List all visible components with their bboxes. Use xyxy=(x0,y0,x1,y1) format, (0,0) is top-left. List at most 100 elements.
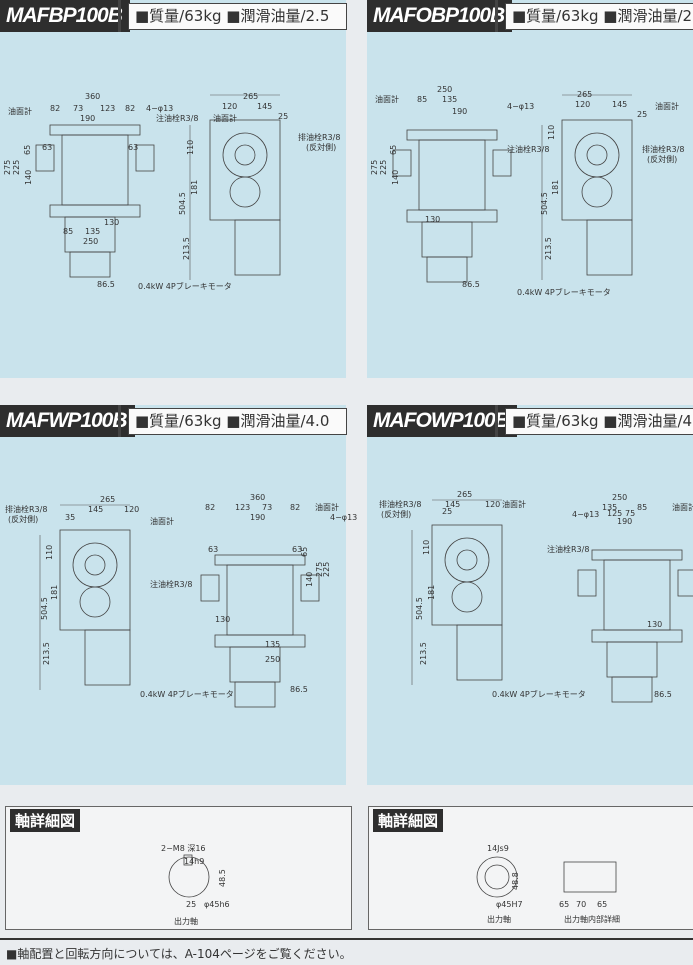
dimension-label: 213.5 xyxy=(182,237,191,260)
dimension-label: 4−φ13 xyxy=(572,510,600,519)
motor-side xyxy=(229,646,281,683)
shaft-circle xyxy=(168,856,210,898)
output-bore-circle xyxy=(234,144,256,166)
dimension-label: 110 xyxy=(422,539,431,555)
dimension-label: 85 xyxy=(417,95,428,104)
input-gear-circle xyxy=(79,586,111,618)
dimension-label: 130 xyxy=(215,615,231,624)
dimension-label: 油面計 xyxy=(150,517,174,526)
dimension-label: (反対側) xyxy=(306,143,337,152)
shaft-left xyxy=(35,144,55,172)
dimension-label: 0.4kW 4Pブレーキモータ xyxy=(140,690,234,699)
dimension-label: 86.5 xyxy=(97,280,115,289)
motor-front xyxy=(84,629,131,686)
dimension-label: 225 xyxy=(12,159,21,175)
dimension-label: 4−φ13 xyxy=(330,513,358,522)
dimension-label: 135 xyxy=(602,503,618,512)
gearbox-body-front xyxy=(59,529,131,631)
flange-bottom xyxy=(591,629,683,643)
dimension-label: 110 xyxy=(186,139,195,155)
shaft-dimension-label: φ45h6 xyxy=(204,900,230,909)
brake-side xyxy=(426,256,468,283)
shaft-lines xyxy=(168,854,210,898)
dimension-label: 120 xyxy=(124,505,140,514)
dimension-label: 123 xyxy=(235,503,251,512)
shaft-dimension-label: 48.5 xyxy=(218,869,227,887)
dimension-label: 140 xyxy=(391,169,400,185)
input-gear-circle xyxy=(451,581,483,613)
dimension-label: 73 xyxy=(262,503,273,512)
shaft-dimension-label: 48.8 xyxy=(511,872,520,890)
dimension-label: 145 xyxy=(612,100,628,109)
dimension-label: 213.5 xyxy=(544,237,553,260)
drawing-panel-mafobp100b: MAFOBP100B ■質量/63kg ■潤滑油量/2.5 250 85 135 19… xyxy=(367,0,693,378)
drawing-lines xyxy=(392,94,633,283)
panel-title: MAFOBP100B ■質量/63kg ■潤滑油量/2.5 xyxy=(367,0,693,32)
worm-wheel-circle xyxy=(444,537,490,583)
dimension-label: 250 xyxy=(437,85,453,94)
dimension-label: 82 xyxy=(205,503,216,512)
input-gear-circle xyxy=(581,176,613,208)
title-separator xyxy=(495,405,498,437)
shaft-dimension-label: 出力軸内部詳細 xyxy=(564,915,620,924)
dimension-label: 265 xyxy=(577,90,593,99)
title-separator xyxy=(118,405,121,437)
dimension-label: 140 xyxy=(24,169,33,185)
output-bore-circle xyxy=(456,549,478,571)
dimension-label: 油面計 xyxy=(655,102,679,111)
spec-box: ■質量/63kg ■潤滑油量/4.0 xyxy=(505,408,693,435)
dimension-label: 145 xyxy=(257,102,273,111)
dimension-label: 排油栓R3/8 xyxy=(642,145,685,154)
dimension-label: 225 xyxy=(322,561,331,577)
dimension-label: 65 xyxy=(23,144,32,155)
shaft-dimension-label: 70 xyxy=(576,900,587,909)
dimension-label: 65 xyxy=(389,144,398,155)
worm-wheel-circle xyxy=(574,132,620,178)
motor-front xyxy=(234,219,281,276)
dimension-label: 504.5 xyxy=(540,192,549,215)
dimension-label: 排油栓R3/8 xyxy=(298,133,341,142)
title-separator xyxy=(118,0,121,32)
dimension-label: 213.5 xyxy=(42,642,51,665)
footer-note: ■軸配置と回転方向については、A-104ページをご覧ください。 xyxy=(6,947,352,961)
shaft-dimension-label: 65 xyxy=(559,900,570,909)
dimension-label: 181 xyxy=(551,179,560,195)
dimension-label: 86.5 xyxy=(654,690,672,699)
dimension-label: 0.4kW 4Pブレーキモータ xyxy=(492,690,586,699)
gearbox-body-front xyxy=(209,119,281,221)
dimension-label: (反対側) xyxy=(381,510,412,519)
dimension-label: 82 xyxy=(125,104,136,113)
dimension-label: 110 xyxy=(547,124,556,140)
shaft-dimension-label: 65 xyxy=(597,900,608,909)
dimension-label: 145 xyxy=(445,500,461,509)
brake-side xyxy=(234,681,276,708)
gearbox-body-side xyxy=(61,134,129,206)
dimension-label: 75 xyxy=(625,509,636,518)
shaft-dimension-label: 14Js9 xyxy=(487,844,509,853)
gearbox-body-front xyxy=(431,524,503,626)
dimension-label: 135 xyxy=(442,95,458,104)
dimension-label: 190 xyxy=(80,114,96,123)
dimension-label: 0.4kW 4Pブレーキモータ xyxy=(517,288,611,297)
dimension-label: 120 xyxy=(485,500,501,509)
shaft-left xyxy=(200,574,220,602)
dimension-label: 35 xyxy=(65,513,76,522)
dimension-label: 25 xyxy=(442,507,453,516)
dimension-label: 275 xyxy=(3,159,12,175)
dimension-label: 360 xyxy=(85,92,101,101)
dimension-label: 181 xyxy=(427,584,436,600)
dimension-label: 190 xyxy=(452,107,468,116)
shaft-dimension-label: 2−M8 深16 xyxy=(161,844,206,853)
spec-box: ■質量/63kg ■潤滑油量/2.5 xyxy=(505,3,693,30)
flange-top xyxy=(406,129,498,141)
shaft-dimension-label: φ45H7 xyxy=(496,900,523,909)
input-gear-circle xyxy=(229,176,261,208)
shaft-lines xyxy=(476,856,617,898)
dimension-label: 225 xyxy=(379,159,388,175)
